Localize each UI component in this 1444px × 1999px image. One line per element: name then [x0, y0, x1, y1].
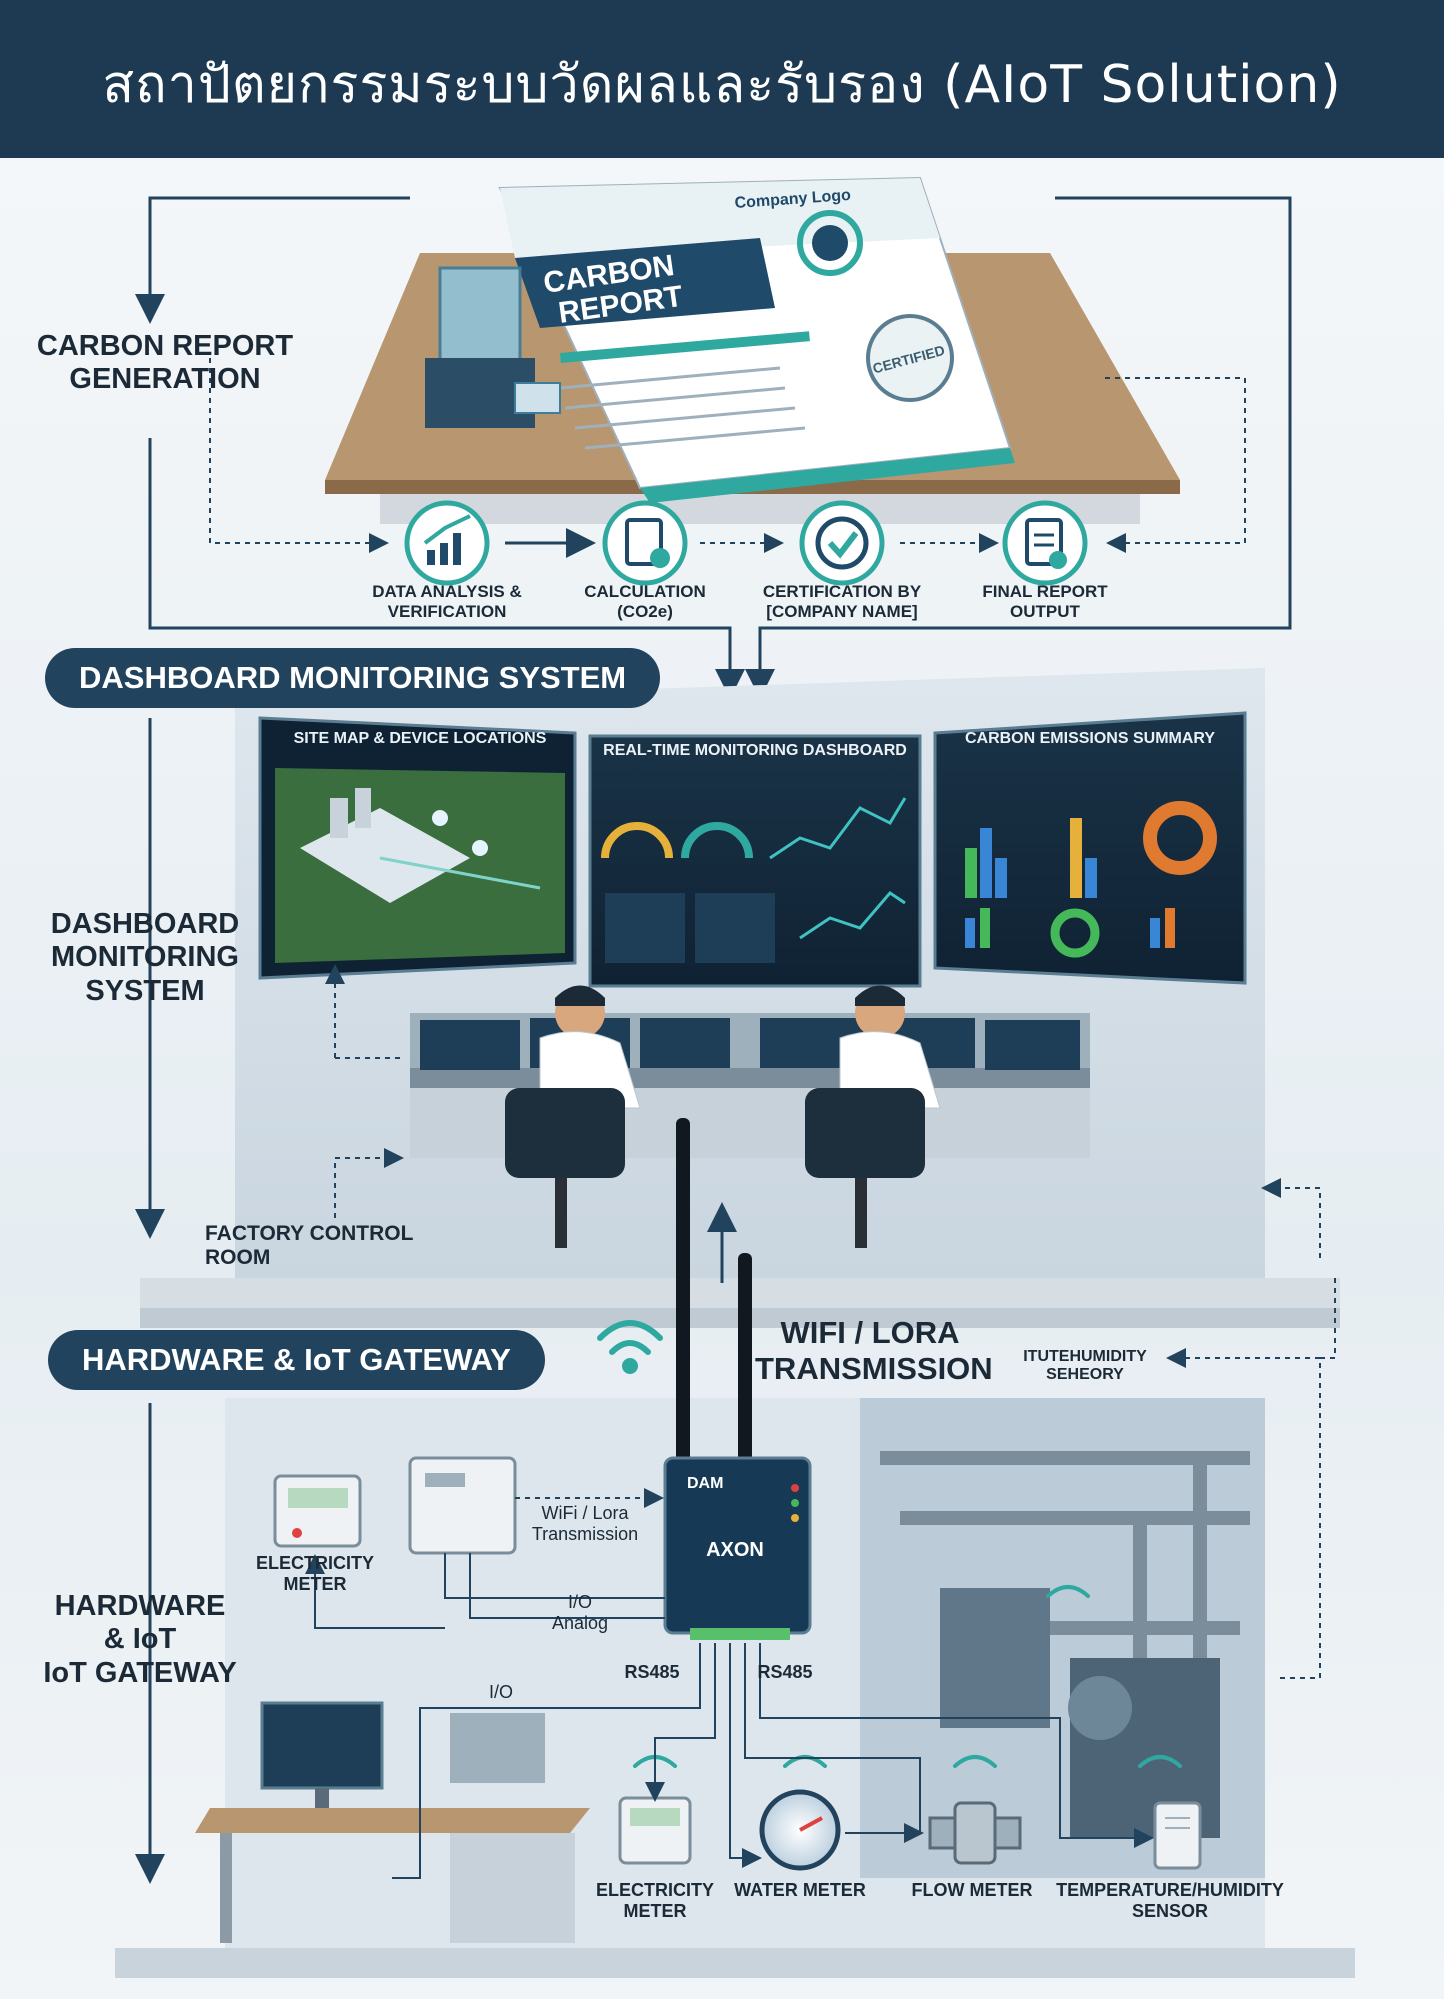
side-label-line: IoT GATEWAY	[43, 1656, 237, 1689]
step-label: CERTIFICATION BY	[762, 582, 922, 601]
certification-check-icon	[799, 500, 885, 586]
screen-title-site-map: SITE MAP & DEVICE LOCATIONS	[293, 730, 547, 747]
screen-site-map	[258, 716, 577, 980]
side-label-line: GENERATION	[69, 363, 261, 396]
temperature-humidity-sensor	[1153, 1801, 1202, 1870]
device-temperature-humidity-sensor: TEMPERATURE/HUMIDITY SENSOR	[1045, 1880, 1295, 1921]
step-final-report: FINAL REPORT OUTPUT	[935, 582, 1155, 621]
data-analysis-icon	[404, 500, 490, 586]
step-label: FINAL REPORT	[982, 582, 1108, 601]
side-label-line: SYSTEM	[85, 974, 205, 1007]
page-title: สถาปัตยกรรมระบบวัดผลและรับรอง (AIoT Solu…	[102, 55, 1342, 115]
final-report-icon	[1002, 500, 1088, 586]
electricity-meter-bottom	[618, 1796, 692, 1865]
step-calculation: CALCULATION (CO2e)	[535, 582, 755, 621]
transmission-line: TRANSMISSION	[755, 1350, 993, 1386]
side-label-line: DASHBOARD	[50, 908, 240, 940]
device-water-meter: WATER METER	[700, 1880, 900, 1901]
screen-carbon-summary	[933, 711, 1247, 985]
hardware-iot-gateway-label: HARDWARE & IoT IoT GATEWAY	[30, 1590, 250, 1690]
title-bar	[0, 0, 1444, 158]
side-label-line: & IoT	[103, 1623, 177, 1656]
wifi-lora-small-label: WiFi / Lora Transmission	[515, 1503, 655, 1544]
temp-humidity-sensor-label: ITUTEHUMIDITY SEHEORY	[1010, 1348, 1160, 1385]
step-label: DATA ANALYSIS &	[372, 582, 522, 601]
step-label: VERIFICATION	[387, 601, 507, 621]
screen-title-carbon-summary: CARBON EMISSIONS SUMMARY	[964, 730, 1216, 747]
factory-control-room-label: FACTORY CONTROL ROOM	[205, 1222, 414, 1270]
io-label: I/O	[488, 1682, 513, 1702]
side-label-line: HARDWARE	[54, 1590, 226, 1622]
electricity-meter-top	[273, 1474, 362, 1548]
report-flow-dashed	[209, 358, 1246, 553]
server-box-icon	[425, 266, 561, 428]
hardware-section-pill: HARDWARE & IoT GATEWAY	[48, 1330, 545, 1390]
device-electricity-meter-top: ELECTRICITY METER	[215, 1553, 415, 1594]
device-label-line: ELECTRICITY	[255, 1553, 374, 1573]
flow-meter	[928, 1801, 1022, 1865]
wifi-lora-line: WiFi / Lora	[541, 1503, 629, 1523]
step-label: [COMPANY NAME]	[766, 601, 918, 621]
dashboard-dashed-lines	[325, 964, 1321, 1258]
dashboard-section-pill: DASHBOARD MONITORING SYSTEM	[45, 648, 661, 708]
report-loop-lines	[135, 196, 1292, 699]
junction-box	[408, 1456, 517, 1555]
step-label: OUTPUT	[1010, 601, 1080, 621]
step-data-analysis: DATA ANALYSIS & VERIFICATION	[337, 582, 557, 621]
device-label-line: WATER METER	[734, 1880, 866, 1900]
step-certification: CERTIFICATION BY [COMPANY NAME]	[732, 582, 952, 621]
gateway-model-label: DAM	[687, 1475, 723, 1492]
wifi-lora-transmission-label: WIFI / LORA TRANSMISSION	[755, 1315, 993, 1386]
operator-right	[805, 985, 941, 1248]
io-analog-line: Analog	[551, 1612, 609, 1633]
axon-gateway-device: DAM AXON	[663, 1456, 812, 1640]
io-analog-line: I/O	[567, 1592, 592, 1612]
device-label-line: METER	[283, 1573, 347, 1594]
device-flow-meter: FLOW METER	[872, 1880, 1072, 1901]
carbon-report-generation-label: CARBON REPORT GENERATION	[30, 330, 300, 397]
dashboard-monitoring-label: DASHBOARD MONITORING SYSTEM	[30, 908, 260, 1008]
architecture-illustration: CARBON REPORT Company Logo CERTIFIED	[115, 176, 1355, 1978]
gateway-brand-label: AXON	[706, 1539, 764, 1561]
sensor-label-line: SEHEORY	[1046, 1366, 1124, 1384]
rs485-right-label: RS485	[757, 1662, 813, 1682]
side-label-line: CARBON REPORT	[36, 330, 294, 362]
carbon-report-document: CARBON REPORT Company Logo CERTIFIED	[498, 176, 1015, 503]
step-label: CALCULATION	[584, 582, 706, 601]
screen-realtime-dashboard	[588, 734, 922, 988]
desk-workstation	[195, 1701, 590, 1943]
device-label-line: FLOW METER	[911, 1880, 1033, 1900]
hardware-wiring	[305, 1553, 1154, 1879]
device-label-line: METER	[623, 1900, 687, 1921]
device-label-line: ELECTRICITY	[595, 1880, 714, 1900]
side-label-line: MONITORING	[51, 941, 239, 974]
operator-left	[505, 985, 641, 1248]
step-label: (CO2e)	[617, 601, 673, 621]
calculation-icon	[602, 500, 688, 586]
water-meter	[759, 1789, 841, 1871]
wifi-icon	[597, 1320, 663, 1374]
hardware-dashed-lines	[515, 1278, 1336, 1679]
device-electricity-meter-bottom: ELECTRICITY METER	[555, 1880, 755, 1921]
transmission-line: WIFI / LORA	[780, 1315, 960, 1350]
sensor-label-line: ITUTEHUMIDITY	[1023, 1348, 1147, 1365]
screen-title-realtime: REAL-TIME MONITORING DASHBOARD	[603, 742, 907, 759]
io-analog-label: I/O Analog	[525, 1592, 635, 1633]
wifi-lora-line: Transmission	[531, 1523, 639, 1544]
device-label-line: TEMPERATURE/HUMIDITY	[1056, 1880, 1284, 1900]
device-label-line: SENSOR	[1131, 1900, 1209, 1921]
rs485-left-label: RS485	[624, 1662, 680, 1682]
